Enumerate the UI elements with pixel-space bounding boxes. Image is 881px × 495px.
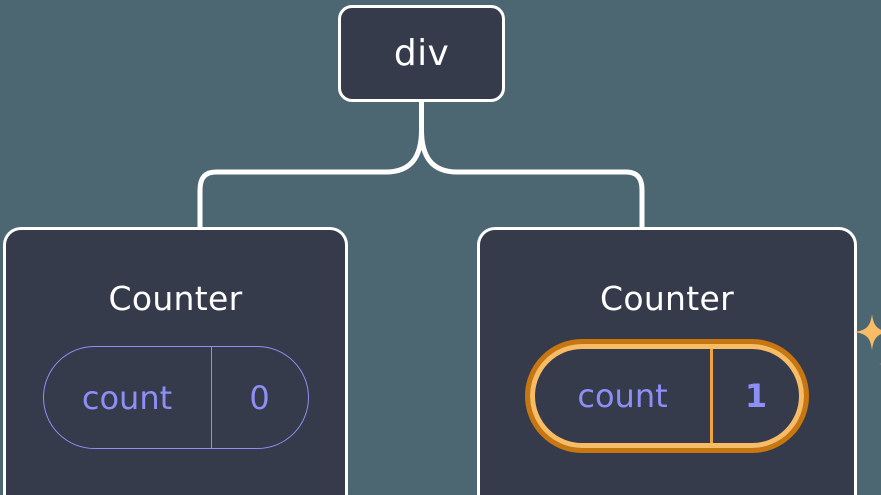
sparkle-large-icon [854, 314, 881, 350]
state-value-right: 1 [744, 377, 768, 415]
state-pill-left[interactable]: count 0 [42, 346, 309, 449]
node-counter-right-label: Counter [600, 279, 734, 318]
state-pill-right[interactable]: count 1 [525, 314, 881, 453]
state-value-left: 0 [249, 378, 270, 417]
node-counter-left-label: Counter [108, 279, 243, 318]
node-counter-left[interactable]: Counter count 0 [3, 227, 348, 495]
connector-branch-left [197, 129, 424, 227]
state-key-left: count [44, 347, 212, 448]
state-key-right: count [535, 349, 713, 443]
connector-branch-right [419, 129, 645, 227]
node-div[interactable]: div [338, 5, 505, 102]
sparkle-group [854, 314, 881, 365]
node-counter-right[interactable]: Counter count 1 [477, 227, 881, 495]
state-pill-right-inner-ring: count 1 [530, 344, 804, 448]
node-div-label: div [393, 33, 450, 74]
